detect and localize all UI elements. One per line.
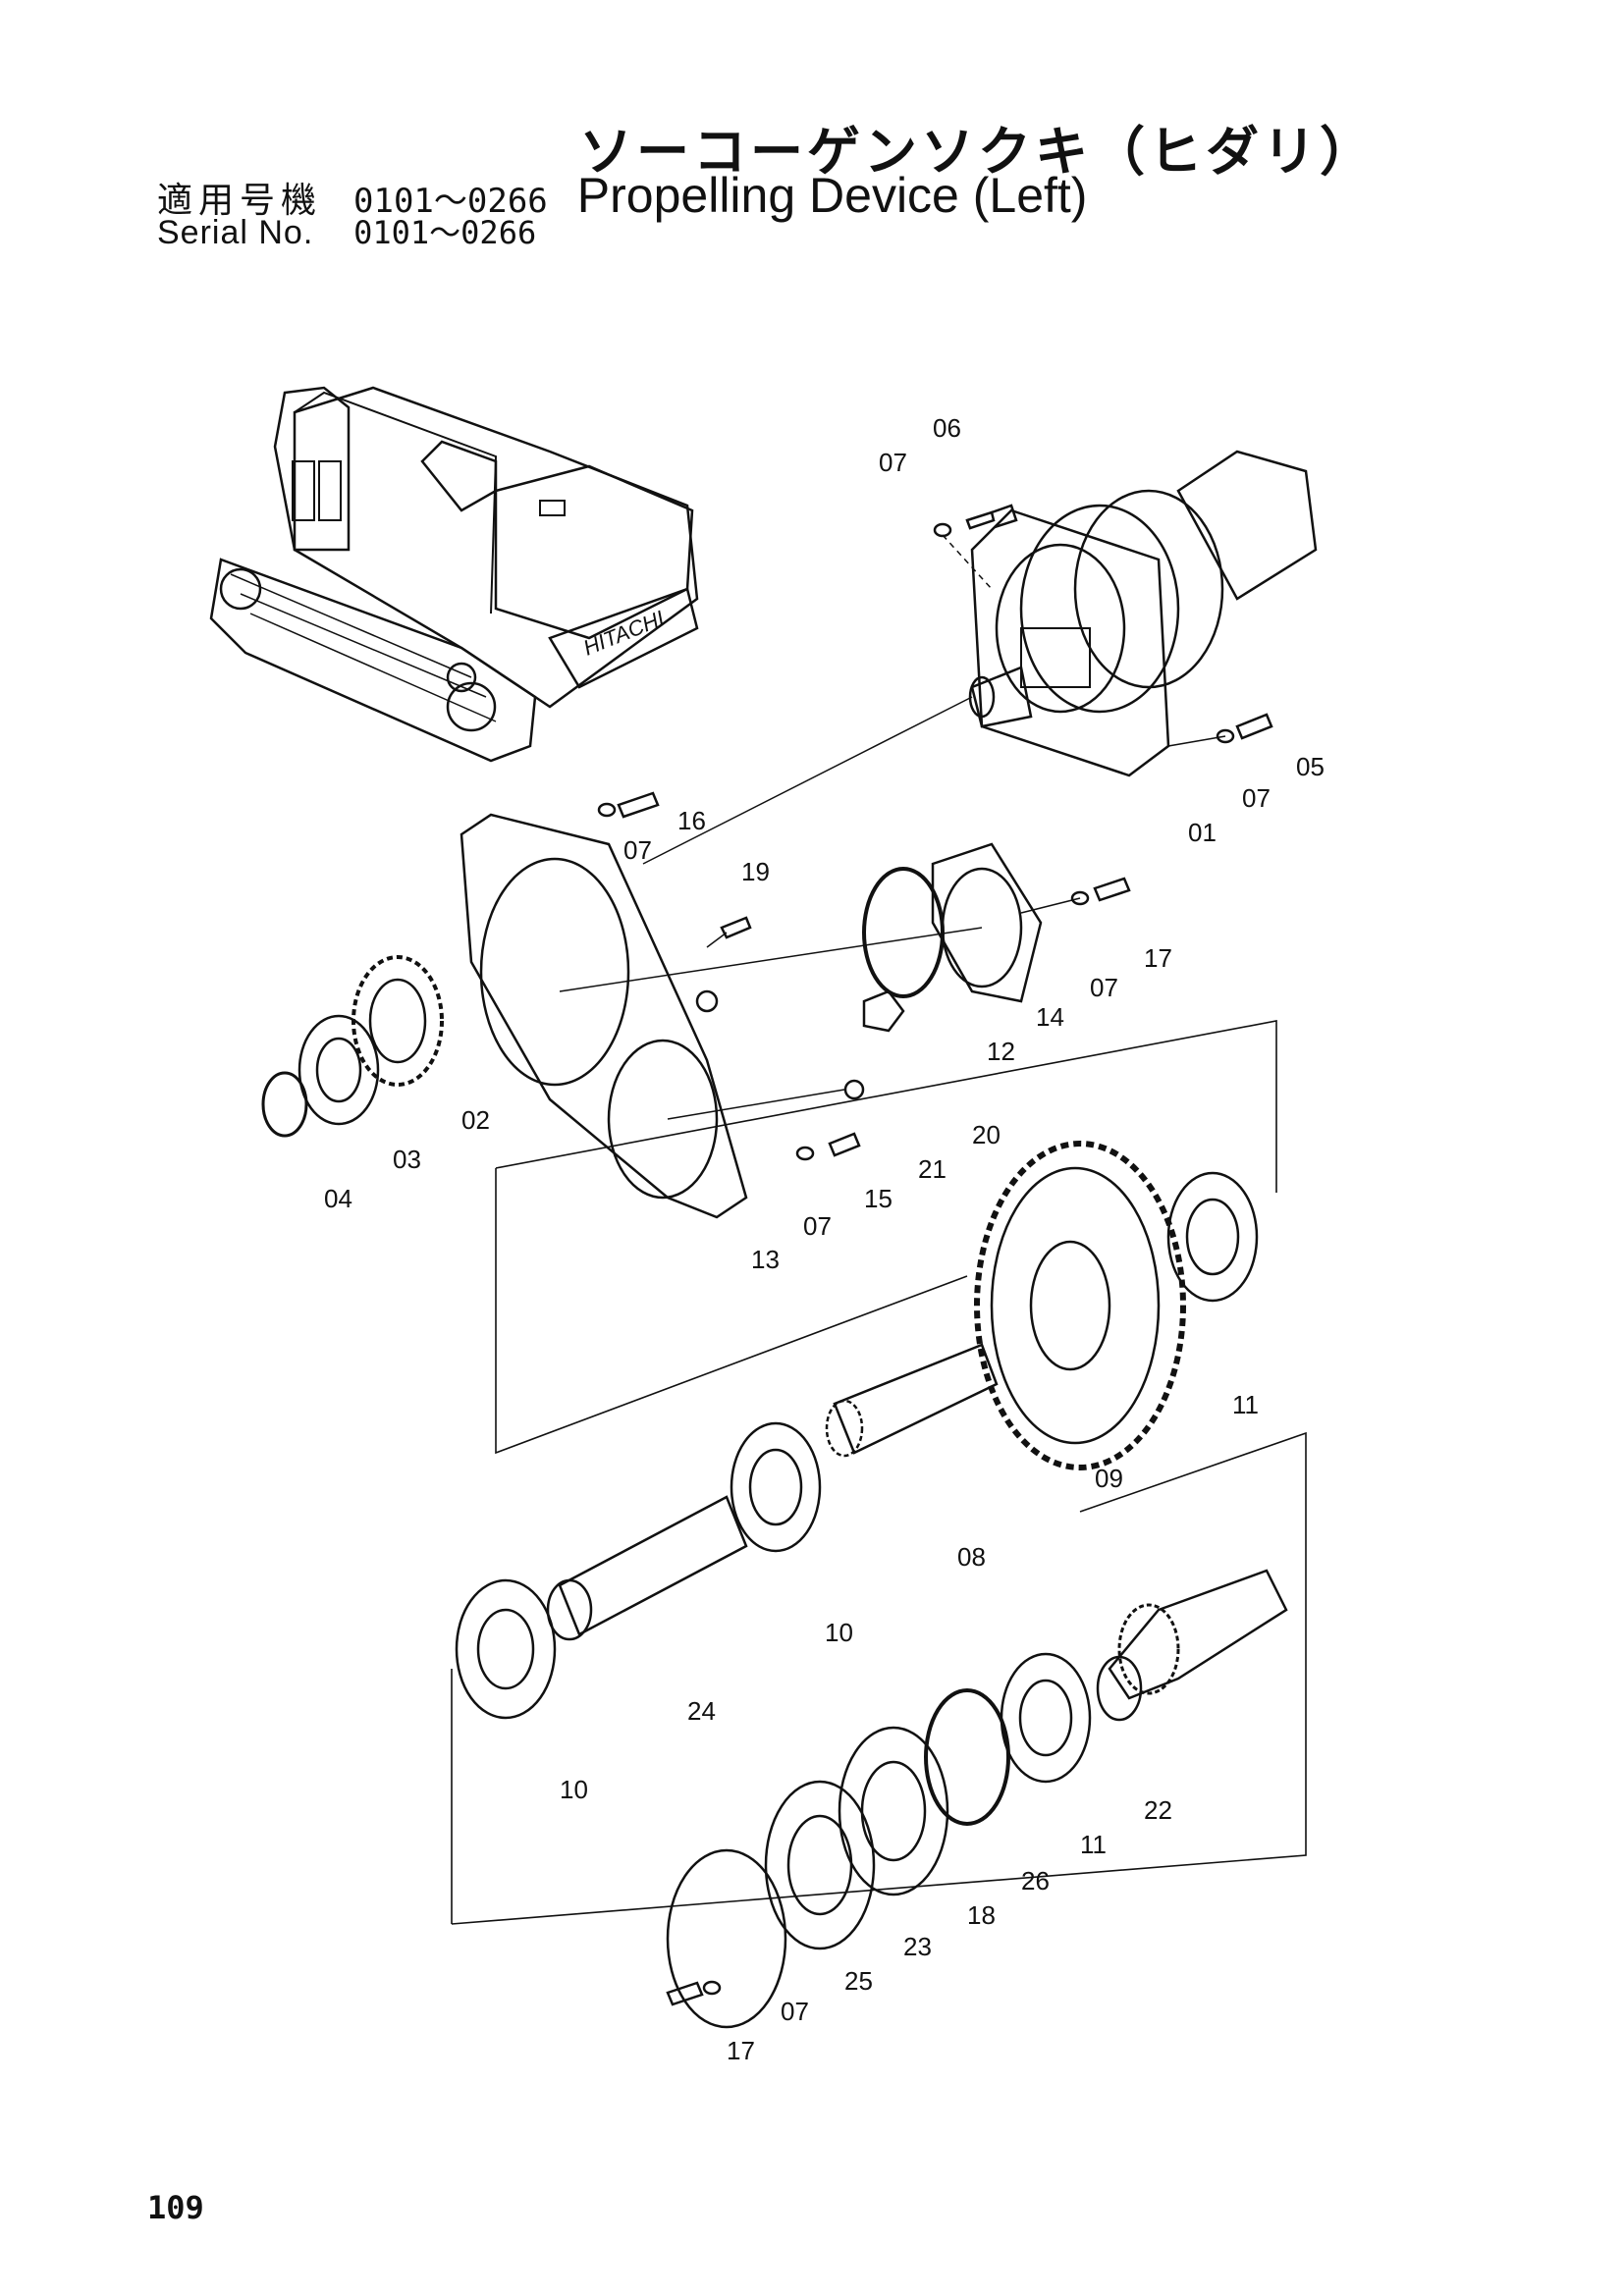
part-05-bolt	[1235, 713, 1273, 740]
serial-range: 0101～0266	[353, 182, 548, 221]
part-07-washer-mid	[1070, 890, 1090, 906]
part-04-snap-ring	[261, 1071, 308, 1138]
callout-11: 11	[1232, 1390, 1259, 1419]
callout-15: 15	[864, 1184, 893, 1213]
page-title-english: Propelling Device (Left)	[576, 168, 1088, 223]
callout-25: 25	[844, 1966, 873, 1996]
callout-13: 13	[751, 1245, 780, 1274]
part-17-bolt-lower	[666, 1981, 704, 2006]
callout-07: 07	[803, 1211, 832, 1241]
callout-08: 08	[957, 1542, 986, 1572]
callout-10: 10	[560, 1775, 588, 1804]
callout-22: 22	[1144, 1795, 1172, 1825]
part-06-bolt	[965, 504, 1018, 530]
part-10-bearing-lower	[455, 1578, 557, 1720]
callout-labels: 06 07 05 07 01 16 07 19 17 07 14 12 02 0…	[324, 413, 1325, 2065]
part-03-bearing	[298, 1014, 380, 1126]
part-14-seal-cover	[931, 842, 1043, 1003]
callout-16: 16	[677, 806, 706, 835]
callout-07: 07	[781, 1997, 809, 2026]
callout-18: 18	[967, 1900, 996, 1930]
callout-03: 03	[393, 1145, 421, 1174]
part-07-washer-lower-mid	[795, 1146, 815, 1161]
part-07-washer-bottom	[702, 1980, 722, 1996]
part-15-bolt	[828, 1132, 861, 1157]
part-07-washer-upper-left	[597, 802, 617, 818]
part-23-shim	[764, 1780, 876, 1950]
callout-07: 07	[879, 448, 907, 477]
part-11-bearing-upper	[1166, 1171, 1259, 1303]
part-17-bolt-upper	[1093, 877, 1131, 902]
callout-06: 06	[933, 413, 961, 443]
part-07-washer-right	[1216, 728, 1235, 744]
callout-20: 20	[972, 1120, 1001, 1149]
callout-11: 11	[1080, 1830, 1107, 1859]
part-25-cover	[666, 1848, 787, 2029]
callout-10: 10	[825, 1618, 853, 1647]
title-row-applicable: 適用号機 0101～0266 Propelling Device (Left)	[157, 167, 1087, 224]
part-22-pinion-shaft	[1096, 1569, 1288, 1722]
callout-21: 21	[918, 1154, 947, 1184]
part-21-plug	[843, 1079, 865, 1100]
part-01-travel-motor	[968, 450, 1318, 777]
callout-04: 04	[324, 1184, 352, 1213]
leader-lines	[559, 534, 1226, 1120]
callout-19: 19	[741, 857, 770, 886]
part-02-gear	[352, 955, 444, 1087]
part-12-o-ring	[862, 867, 945, 998]
callout-12: 12	[987, 1037, 1015, 1066]
callout-07: 07	[1242, 783, 1271, 813]
part-13-case-cover	[460, 813, 748, 1219]
serial-range-english: 0101～0266	[353, 214, 537, 251]
callout-07: 07	[623, 835, 652, 865]
part-19-pin	[720, 916, 752, 939]
part-10-bearing-mid	[730, 1421, 822, 1553]
part-08-shaft	[825, 1343, 999, 1458]
part-16-bolt	[617, 791, 660, 819]
part-18-shim	[838, 1726, 949, 1896]
part-26-o-ring	[924, 1688, 1010, 1826]
excavator-illustration: HITACHI	[209, 386, 699, 763]
part-20-plug	[862, 989, 905, 1033]
callout-24: 24	[687, 1696, 716, 1726]
callout-17: 17	[1144, 943, 1172, 973]
callout-23: 23	[903, 1932, 932, 1961]
part-11-bearing-lower	[1000, 1652, 1092, 1784]
page-title-japanese: ソーコーゲンソクキ（ヒダリ）	[579, 121, 1377, 183]
part-07-washer-top	[933, 522, 952, 538]
page-number: 109	[147, 2189, 204, 2226]
applicable-label: 適用号機	[157, 181, 323, 221]
part-24-collar	[546, 1495, 748, 1641]
title-row-serial: Serial No. 0101～0266	[157, 208, 536, 253]
callout-05: 05	[1296, 752, 1325, 781]
callout-14: 14	[1036, 1002, 1064, 1032]
callout-26: 26	[1021, 1866, 1050, 1896]
serial-label: Serial No.	[157, 214, 314, 251]
callout-09: 09	[1095, 1464, 1123, 1493]
callout-07: 07	[1090, 973, 1118, 1002]
callout-02: 02	[461, 1105, 490, 1135]
callout-01: 01	[1188, 818, 1217, 847]
grouping-frame-lower	[451, 1431, 1307, 1925]
callout-17: 17	[727, 2036, 755, 2065]
part-09-large-gear	[974, 1141, 1186, 1470]
grouping-frame-upper	[495, 1020, 1277, 1455]
